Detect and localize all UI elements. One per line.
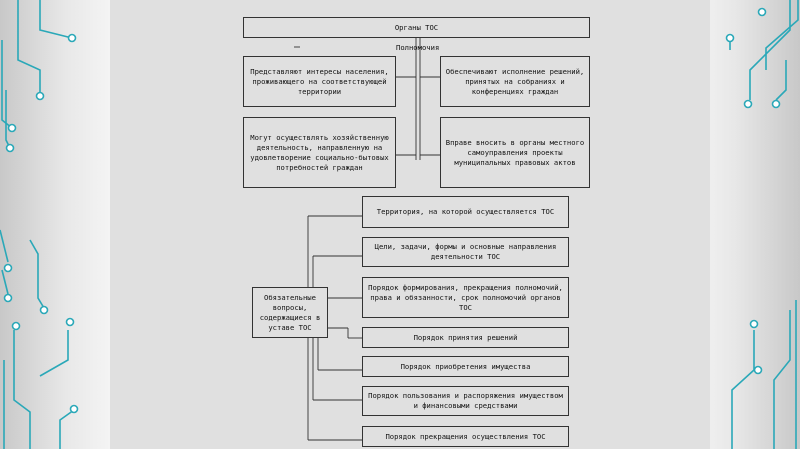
power-box-3: Могут осуществлять хозяйственную деятель… <box>243 117 396 188</box>
power-box-4: Вправе вносить в органы местного самоупр… <box>440 117 590 188</box>
power-box-1: Представляют интересы населения, прожива… <box>243 56 396 107</box>
charter-item-5: Порядок приобретения имущества <box>362 356 569 377</box>
charter-item-3: Порядок формирования, прекращения полном… <box>362 277 569 318</box>
powers-label: Полномочия <box>396 43 440 52</box>
power-box-2: Обеспечивают исполнение решений, приняты… <box>440 56 590 107</box>
charter-item-4: Порядок принятия решений <box>362 327 569 348</box>
circuit-decoration-icon <box>725 0 799 449</box>
slide-canvas: Органы ТОС Полномочия Представляют интер… <box>110 0 710 449</box>
charter-item-7: Порядок прекращения осуществления ТОС <box>362 426 569 447</box>
left-decor-panel <box>0 0 110 449</box>
circuit-decoration-icon <box>0 0 79 449</box>
charter-item-2: Цели, задачи, формы и основные направлен… <box>362 237 569 267</box>
charter-item-1: Территория, на которой осуществляется ТО… <box>362 196 569 228</box>
tos-bodies-box: Органы ТОС <box>243 17 590 38</box>
charter-item-6: Порядок пользования и распоряжения имуще… <box>362 386 569 416</box>
mandatory-questions-box: Обязательные вопросы, содержащиеся в уст… <box>252 287 328 338</box>
